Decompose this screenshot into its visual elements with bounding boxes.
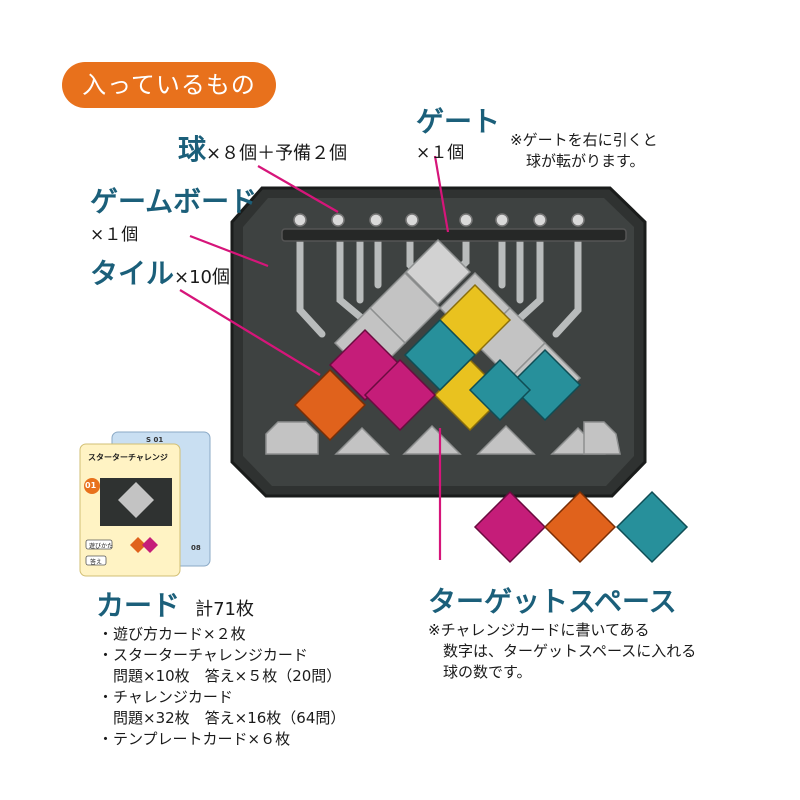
gate-bar [281,228,627,242]
card-back-tag: S 01 [146,436,164,444]
gate-label-count: ×１個 [416,143,465,163]
target-label-name: ターゲットスペース [428,585,677,618]
gate-label: ゲート ×１個 [416,100,500,163]
orange-tile [293,368,367,442]
gate-note-line: 球が転がります。 [526,152,645,170]
loose-tiles [473,490,689,564]
card-label-name: カード [96,589,181,622]
tile-label-count: ×10個 [174,267,231,288]
target-note-line: ※チャレンジカードに書いてある [428,621,650,639]
card-contents-list: ・遊び方カード×２枚 ・スターターチャレンジカード 問題×10枚 答え×５枚（2… [98,624,345,750]
card-stack [79,431,211,577]
tile-label-name: タイル [90,257,175,290]
gate-note: ※ゲートを右に引くと 球が転がります。 [510,130,658,172]
section-title: 入っているもの [62,62,276,108]
list-item: ・スターターチャレンジカード [98,646,308,664]
list-item: 問題×10枚 答え×５枚（20問） [98,667,342,685]
card-title: スターターチャレンジ [88,453,168,462]
target-note: ※チャレンジカードに書いてある 数字は、ターゲットスペースに入れる 球の数です。 [428,620,696,683]
list-item: ・チャレンジカード [98,688,233,706]
card-label: カード 計71枚 [96,584,254,624]
card-label-count: 計71枚 [195,599,255,620]
list-item: ・テンプレートカード×６枚 [98,730,291,748]
teal-tiles [403,318,582,422]
list-item: 問題×32枚 答え×16枚（64問） [98,709,346,727]
ball-label: 球×８個＋予備２個 [178,128,347,168]
card-code: 08 [191,544,201,552]
ball-label-count: ×８個＋予備２個 [206,143,348,164]
ball-label-name: 球 [178,133,207,166]
gate-note-line: ※ゲートを右に引くと [510,131,658,149]
balls [293,213,585,227]
board-label-name: ゲームボード [90,185,258,218]
magenta-tiles [328,328,437,432]
gate-label-name: ゲート [416,105,501,138]
target-slots [265,421,621,455]
leader-lines [179,155,450,560]
card-button-answer: 答え [90,559,103,566]
board-label-count: ×１個 [90,225,139,245]
card-button-rules: 遊びかた [89,543,114,550]
board-label: ゲームボード ×１個 [90,180,257,245]
target-note-line: 球の数です。 [428,663,532,681]
list-item: ・遊び方カード×２枚 [98,625,246,643]
tile-label: タイル×10個 [90,252,230,292]
target-note-line: 数字は、ターゲットスペースに入れる [428,642,697,660]
channel-rails [296,236,582,338]
card-number: 01 [85,481,97,490]
